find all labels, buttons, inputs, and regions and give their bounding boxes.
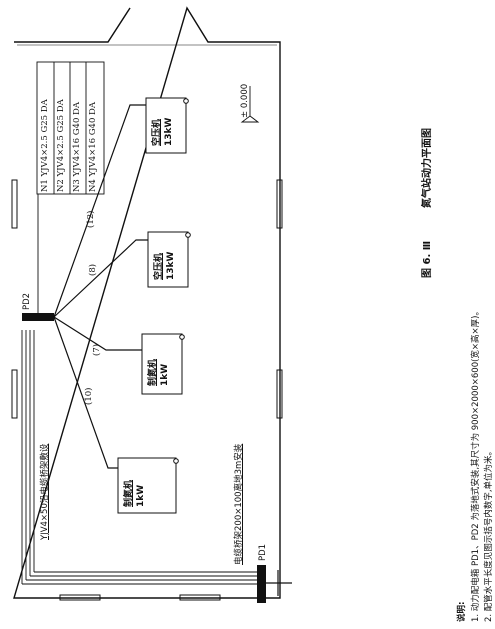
equipment-box — [145, 97, 187, 154]
equipment-power: 1kW — [136, 484, 146, 507]
equipment-name: 空压机 — [154, 252, 164, 280]
window — [276, 179, 283, 229]
feeder-list-box — [36, 61, 105, 195]
window — [276, 369, 283, 419]
equipment-name: 空压机 — [152, 118, 162, 146]
notes-heading: 说明: — [457, 601, 467, 622]
elevation-triangle — [240, 115, 260, 123]
feeder-cable-n4 — [53, 104, 146, 318]
equipment-box — [117, 457, 177, 514]
equipment-name: 制氮机 — [148, 358, 158, 386]
window — [11, 369, 18, 419]
cable-tray-main-label: YJV4×50沿电缆桥架敷设 — [40, 443, 50, 540]
equipment-power: 13kW — [164, 117, 174, 146]
run-length: (12) — [86, 210, 96, 228]
feeder-cable-n3 — [53, 239, 148, 318]
run-length: (7) — [92, 343, 102, 356]
figure-caption-number: 图 6. Ⅲ — [422, 240, 433, 278]
elevation-label: ± 0.000 — [240, 83, 250, 118]
feeder-cable-n2 — [53, 316, 142, 351]
equipment-box — [147, 231, 189, 288]
feeder-label-n4: N4 YJV4×16 G40 DA — [88, 101, 98, 192]
pd1-label: PD1 — [258, 543, 268, 561]
equipment-power: 1kW — [160, 363, 170, 386]
door-opening — [107, 7, 209, 43]
note-item: 2. 配管水平长度见图示括号内数字,单位为米。 — [484, 446, 494, 622]
feeder-label-n3: N3 YJV4×16 G40 DA — [72, 101, 82, 192]
run-length: (8) — [88, 263, 98, 276]
equipment-power: 13kW — [166, 251, 176, 280]
feeder-cable-n1 — [53, 316, 118, 469]
equipment-name: 制氮机 — [124, 479, 134, 507]
window — [179, 594, 221, 601]
figure-caption-title: 氮气站动力平面图 — [422, 128, 433, 208]
feeder-label-n1: N1 YJV4×2.5 G25 DA — [40, 99, 50, 192]
window — [59, 594, 101, 601]
equipment-box — [141, 333, 183, 395]
pd1-box — [257, 565, 266, 603]
cable-tray-note: 电缆桥架200×100离地3m安装 — [234, 443, 244, 565]
run-length: (10) — [84, 387, 94, 405]
note-item: 1. 动力配电箱 PD1、PD2 为落地式安装,其尺寸为 900×2000×60… — [471, 307, 481, 622]
window — [11, 179, 18, 229]
pd2-box — [22, 313, 54, 321]
feeder-label-n2: N2 YJV4×2.5 G25 DA — [56, 99, 66, 192]
pd2-label: PD2 — [22, 292, 32, 310]
